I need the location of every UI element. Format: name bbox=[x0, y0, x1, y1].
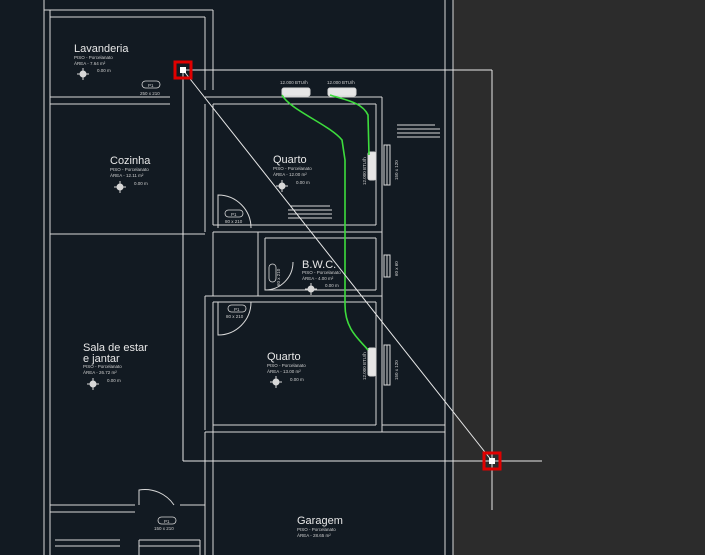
room-name-sala-1: Sala de estar bbox=[83, 342, 148, 354]
ac-unit-quarto2 bbox=[367, 347, 377, 377]
stair-symbol-top bbox=[397, 124, 440, 138]
ac-label-top-right: 12.000 BTU/h bbox=[327, 80, 355, 85]
ac-label-quarto-2: 12.000 BTU/h bbox=[362, 352, 367, 380]
room-floor-lavanderia: PISO - Porcelanato bbox=[74, 55, 113, 60]
window-size-2: 60 x 60 bbox=[394, 261, 399, 276]
selection-grip-icon[interactable] bbox=[482, 451, 502, 471]
doors bbox=[138, 194, 294, 506]
door-tag-lavanderia: P1 bbox=[148, 83, 154, 88]
room-area-bwc: ÁREA - 4.00 m² bbox=[302, 275, 334, 281]
level-marker-icon bbox=[77, 68, 317, 390]
door-size-bwc: 60 x 210 bbox=[276, 268, 281, 286]
windows bbox=[383, 144, 391, 386]
room-name-garagem: Garagem bbox=[297, 515, 343, 527]
room-area-sala: ÁREA - 26.72 m² bbox=[83, 369, 117, 375]
door-size-garagem: 150 x 210 bbox=[154, 526, 174, 531]
room-name-cozinha: Cozinha bbox=[110, 155, 151, 167]
room-area-lavanderia: ÁREA - 7.64 m² bbox=[74, 60, 106, 66]
room-level-quarto-1: 0.00 m bbox=[296, 180, 310, 185]
door-size-quarto-2: 80 x 210 bbox=[226, 314, 244, 319]
room-level-quarto-2: 0.00 m bbox=[290, 377, 304, 382]
room-name-bwc: B.W.C. bbox=[302, 259, 336, 271]
door-tag-quarto-2: P1 bbox=[234, 307, 240, 312]
room-name-sala-2: e jantar bbox=[83, 353, 120, 365]
selection-lines bbox=[182, 69, 542, 510]
room-floor-cozinha: PISO - Porcelanato bbox=[110, 167, 149, 172]
walls bbox=[43, 0, 454, 555]
door-size-lavanderia: 250 x 210 bbox=[140, 91, 160, 96]
room-level-cozinha: 0.00 m bbox=[134, 181, 148, 186]
room-level-lavanderia: 0.00 m bbox=[97, 68, 111, 73]
door-size-quarto-1: 80 x 210 bbox=[225, 219, 243, 224]
room-floor-sala: PISO - Porcelanato bbox=[83, 364, 122, 369]
room-floor-quarto-2: PISO - Porcelanato bbox=[267, 363, 306, 368]
ac-label-top-left: 12.000 BTU/h bbox=[280, 80, 308, 85]
room-floor-quarto-1: PISO - Porcelanato bbox=[273, 166, 312, 171]
selection-grip-icon[interactable] bbox=[173, 60, 193, 80]
room-name-quarto-1: Quarto bbox=[273, 154, 307, 166]
ac-unit-top-right bbox=[327, 87, 357, 97]
room-level-sala: 0.00 m bbox=[107, 378, 121, 383]
window-size-1: 150 x 120 bbox=[394, 160, 399, 180]
door-tag-quarto-1: P1 bbox=[231, 212, 237, 217]
stair-symbol-quarto bbox=[288, 205, 332, 219]
ac-label-quarto-1: 12.000 BTU/h bbox=[362, 157, 367, 185]
door-tag-garagem: P1 bbox=[164, 519, 170, 524]
room-level-bwc: 0.00 m bbox=[325, 283, 339, 288]
refrigerant-lines bbox=[281, 94, 370, 351]
room-area-cozinha: ÁREA - 12.11 m² bbox=[110, 172, 144, 178]
ac-units bbox=[281, 87, 377, 377]
room-name-quarto-2: Quarto bbox=[267, 351, 301, 363]
model-space[interactable] bbox=[0, 0, 453, 555]
room-floor-bwc: PISO - Porcelanato bbox=[302, 270, 341, 275]
room-area-garagem: ÁREA - 28.65 m² bbox=[297, 532, 331, 538]
room-name-lavanderia: Lavanderia bbox=[74, 43, 129, 55]
ac-unit-top-left bbox=[281, 87, 311, 97]
room-area-quarto-2: ÁREA - 13.00 m² bbox=[267, 368, 301, 374]
ac-unit-quarto1 bbox=[367, 151, 377, 181]
room-floor-garagem: PISO - Porcelanato bbox=[297, 527, 336, 532]
door-tags bbox=[141, 80, 277, 525]
window-size-3: 150 x 120 bbox=[394, 360, 399, 380]
room-area-quarto-1: ÁREA - 12.00 m² bbox=[273, 171, 307, 177]
